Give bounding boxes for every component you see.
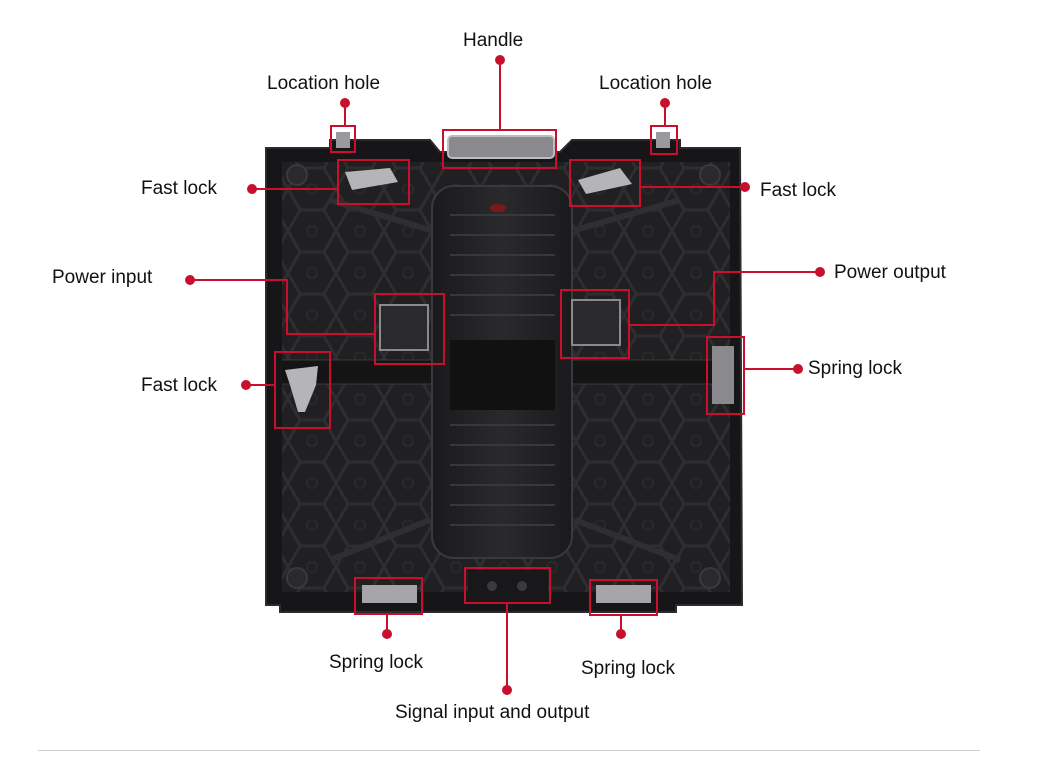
label-spring-lock-bottom-right: Spring lock	[581, 658, 675, 679]
box-spring-lock-bottom-right	[589, 579, 658, 616]
label-location-hole-right: Location hole	[599, 73, 713, 94]
box-fast-lock-top-left	[337, 159, 410, 205]
bottom-divider	[38, 750, 980, 751]
label-handle: Handle	[463, 30, 524, 51]
label-fast-lock-mid-left: Fast lock	[141, 375, 218, 396]
line-power-input	[190, 279, 375, 335]
cabinet-body	[265, 132, 744, 613]
label-fast-lock-top-right: Fast lock	[760, 180, 837, 201]
endpoint-dots	[185, 55, 825, 695]
label-spring-lock-bottom-left: Spring lock	[329, 652, 423, 673]
box-power-input	[374, 293, 445, 365]
label-location-hole-left: Location hole	[267, 73, 381, 94]
box-fast-lock-mid-left	[274, 351, 331, 429]
box-location-hole-left	[330, 125, 356, 153]
box-fast-lock-top-right	[569, 159, 641, 207]
label-fast-lock-top-left: Fast lock	[141, 178, 218, 199]
label-spring-lock-right: Spring lock	[808, 358, 902, 379]
label-signal-io: Signal input and output	[395, 702, 590, 723]
leader-lines	[190, 60, 820, 690]
label-power-input: Power input	[52, 267, 153, 288]
box-spring-lock-bottom-left	[354, 577, 423, 615]
line-power-output	[629, 271, 820, 326]
label-power-output: Power output	[834, 262, 946, 283]
box-spring-lock-right	[706, 336, 745, 415]
